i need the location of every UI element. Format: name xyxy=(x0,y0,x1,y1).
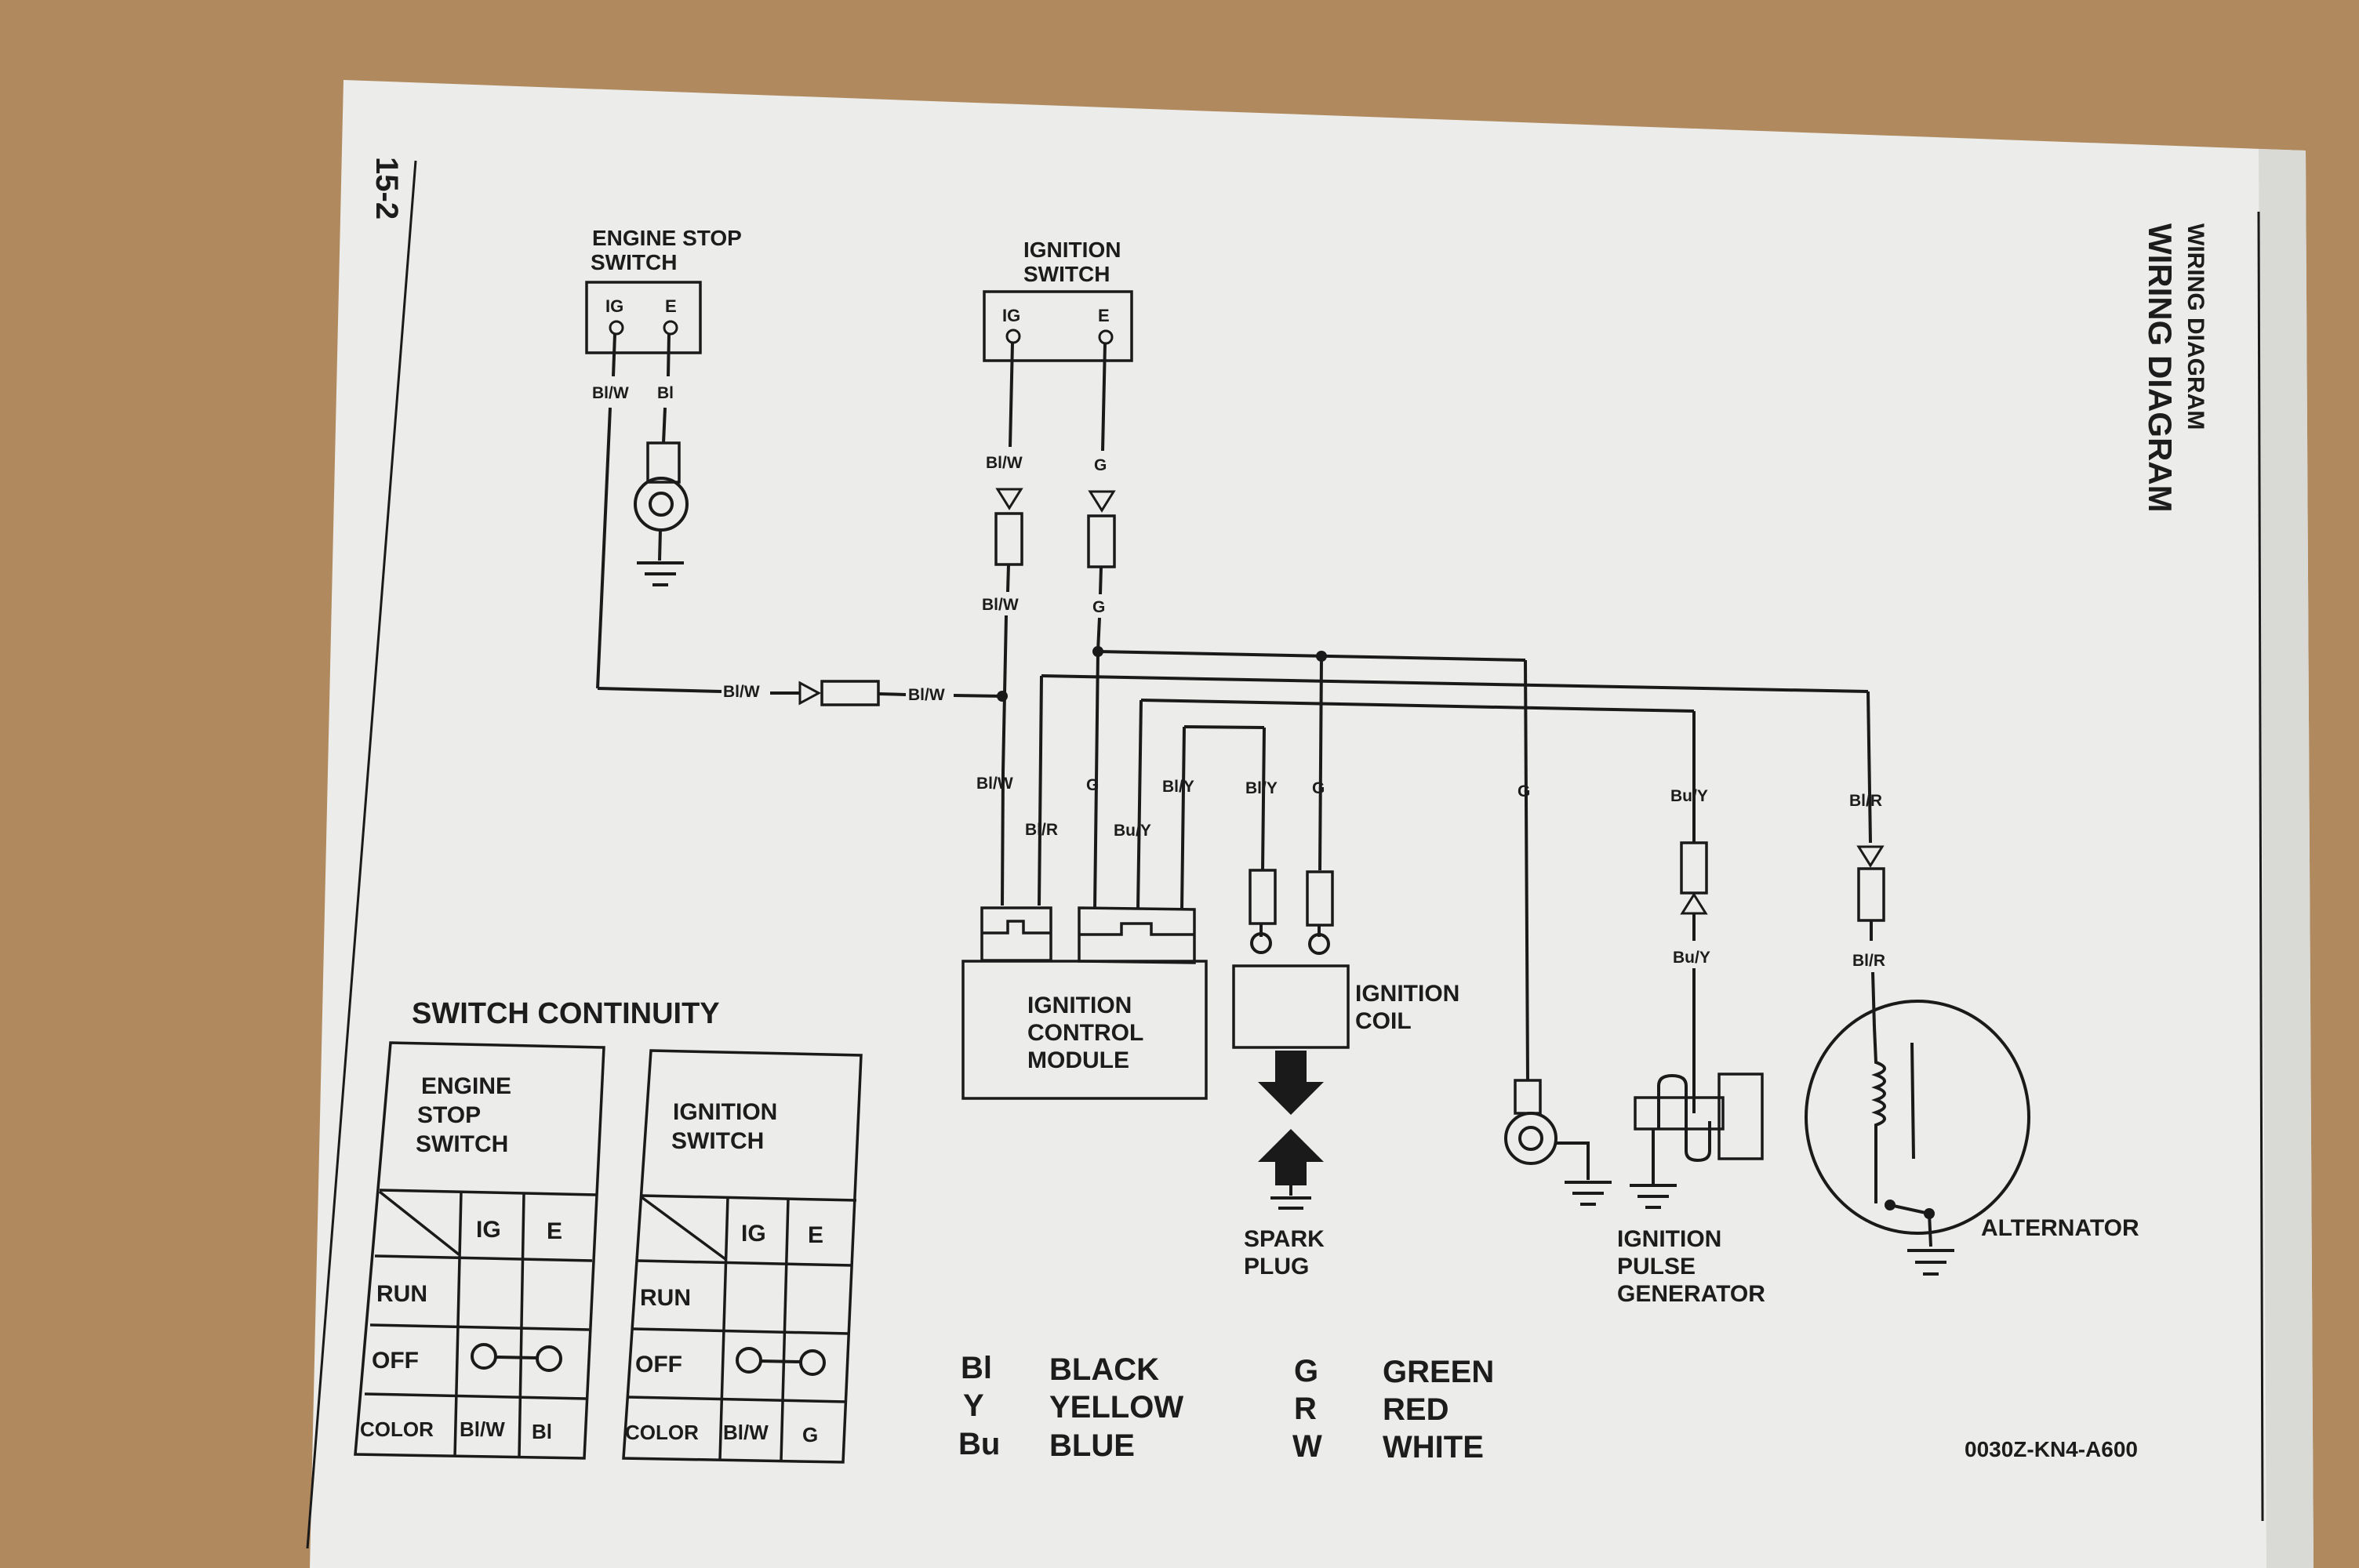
label-blr-alt-upper: Bl/R xyxy=(1849,792,1882,810)
coil-line-2: COIL xyxy=(1355,1008,1412,1034)
ignition-switch: IGNITION SWITCH IG E Bl/W Bl/W G G xyxy=(982,238,1133,773)
paper-sheet xyxy=(310,80,2314,1568)
spark-plug: SPARK PLUG xyxy=(1244,1129,1325,1279)
engine-stop-wire-blw: Bl/W xyxy=(592,384,629,402)
ignition-switch-label-2: SWITCH xyxy=(1023,262,1110,286)
module-wire-labels: Bl/W Bl/R G Bu/Y Bl/Y Bl/Y G G Bu/Y Bl/R xyxy=(976,775,1882,840)
legend-code-bu: Bu xyxy=(958,1427,1000,1461)
ign-sw-blw-lower: Bl/W xyxy=(982,596,1019,614)
label-buy-pulse-upper: Bu/Y xyxy=(1670,787,1708,805)
ignition-continuity-table: IGNITION SWITCH IG E RUN OFF COLOR Bl/W … xyxy=(622,1049,863,1464)
es-row-run: RUN xyxy=(376,1281,427,1307)
es-color-e: Bl xyxy=(532,1420,552,1443)
legend-code-bl: Bl xyxy=(961,1351,992,1385)
icm-line-2: CONTROL xyxy=(1027,1020,1143,1046)
ipg-line-1: IGNITION xyxy=(1617,1226,1721,1252)
ignition-switch-label-1: IGNITION xyxy=(1023,238,1121,262)
legend-code-y: Y xyxy=(963,1388,984,1423)
label-bly-module: Bl/Y xyxy=(1162,778,1194,796)
ignition-coil: IGNITION COIL xyxy=(1232,869,1459,1115)
header-title: WIRING DIAGRAM xyxy=(2142,223,2179,513)
label-blr-module: Bl/R xyxy=(1025,821,1058,839)
blw-label-right: Bl/W xyxy=(908,686,945,704)
legend-code-r: R xyxy=(1294,1392,1317,1426)
icm-line-1: IGNITION xyxy=(1027,993,1132,1018)
legend-name-yellow: YELLOW xyxy=(1049,1390,1183,1425)
hv-arrow-down xyxy=(1258,1051,1324,1115)
legend-name-green: GREEN xyxy=(1383,1355,1494,1389)
es-row-color: COLOR xyxy=(360,1417,434,1441)
ign-sw-g-upper: G xyxy=(1094,456,1107,474)
es-header-e: E xyxy=(547,1218,562,1244)
label-g-module: G xyxy=(1086,776,1099,794)
es-color-ig: Bl/W xyxy=(460,1417,505,1441)
label-blw-module: Bl/W xyxy=(976,775,1013,793)
header-section: WIRING DIAGRAM xyxy=(2183,223,2208,430)
engine-stop-term-e: E xyxy=(665,296,677,316)
page-border-right xyxy=(2257,211,2264,1522)
label-buy-pulse-lower: Bu/Y xyxy=(1673,949,1710,967)
spark-plug-line-2: PLUG xyxy=(1244,1254,1309,1279)
ig-table-title-1: IGNITION xyxy=(673,1099,777,1125)
es-header-ig: IG xyxy=(476,1217,501,1243)
ig-color-ig: Bl/W xyxy=(723,1421,769,1444)
ig-header-ig: IG xyxy=(741,1221,766,1247)
wire-buses xyxy=(1038,650,1872,1081)
ig-table-title-2: SWITCH xyxy=(671,1128,764,1154)
color-legend: Bl BLACK Y YELLOW Bu BLUE G GREEN R RED … xyxy=(958,1351,1494,1465)
es-row-off: OFF xyxy=(372,1348,419,1374)
blw-horizontal-wire: Bl/W Bl/W xyxy=(723,680,1008,706)
es-table-title-3: SWITCH xyxy=(416,1131,508,1157)
part-number: 0030Z-KN4-A600 xyxy=(1965,1437,2138,1461)
engine-stop-continuity-table: ENGINE STOP SWITCH IG E RUN OFF COLOR Bl… xyxy=(354,1041,605,1460)
ig-row-run: RUN xyxy=(640,1285,691,1311)
legend-name-blue: BLUE xyxy=(1049,1428,1135,1463)
icm-line-3: MODULE xyxy=(1027,1047,1129,1073)
page-border-left xyxy=(306,160,417,1549)
legend-code-w: W xyxy=(1292,1429,1322,1464)
ipg-line-3: GENERATOR xyxy=(1617,1281,1765,1307)
ign-sw-blw-upper: Bl/W xyxy=(986,454,1023,472)
ign-sw-g-lower: G xyxy=(1092,598,1105,616)
coil-line-1: IGNITION xyxy=(1355,981,1459,1007)
spark-plug-line-1: SPARK xyxy=(1244,1226,1325,1252)
es-table-title-1: ENGINE xyxy=(421,1073,511,1099)
engine-stop-label-1: ENGINE STOP xyxy=(592,226,742,250)
engine-stop-term-ig: IG xyxy=(605,296,623,316)
ig-header-e: E xyxy=(808,1222,823,1248)
label-buy-module: Bu/Y xyxy=(1114,822,1151,840)
ig-row-color: COLOR xyxy=(625,1421,699,1444)
blw-label-left: Bl/W xyxy=(723,683,760,701)
alternator-label: ALTERNATOR xyxy=(1981,1215,2139,1241)
ignition-control-module: IGNITION CONTROL MODULE xyxy=(961,771,1208,1100)
legend-code-g: G xyxy=(1294,1354,1318,1388)
legend-name-red: RED xyxy=(1383,1392,1448,1427)
legend-name-black: BLACK xyxy=(1049,1352,1159,1387)
alternator: Bl/R ALTERNATOR xyxy=(1805,845,2139,1276)
engine-stop-wire-bl: Bl xyxy=(657,384,674,402)
label-bly-coil: Bl/Y xyxy=(1245,779,1278,797)
label-g-coil: G xyxy=(1312,779,1325,797)
label-g-ground: G xyxy=(1518,782,1530,800)
ignition-switch-term-ig: IG xyxy=(1002,306,1020,325)
ig-row-off: OFF xyxy=(635,1352,682,1377)
es-table-title-2: STOP xyxy=(417,1102,481,1128)
page-number: 15-2 xyxy=(369,157,404,220)
ignition-switch-term-e: E xyxy=(1098,306,1110,325)
spark-plug-arrow-up xyxy=(1258,1129,1324,1185)
label-blr-alt-lower: Bl/R xyxy=(1852,952,1885,970)
switch-continuity: SWITCH CONTINUITY ENGINE STOP SWITCH IG … xyxy=(354,997,863,1464)
ig-color-e: G xyxy=(802,1423,818,1446)
ignition-pulse-generator: Bu/Y IGNITION PULSE GENERATOR xyxy=(1617,841,1765,1307)
paper-shadow xyxy=(2259,149,2314,1568)
engine-stop-switch: ENGINE STOP SWITCH IG E Bl/W Bl xyxy=(585,226,742,693)
legend-name-white: WHITE xyxy=(1383,1430,1484,1465)
ipg-line-2: PULSE xyxy=(1617,1254,1696,1279)
engine-stop-label-2: SWITCH xyxy=(591,250,677,274)
switch-continuity-title: SWITCH CONTINUITY xyxy=(412,997,720,1030)
frame-ground xyxy=(1504,1079,1612,1206)
